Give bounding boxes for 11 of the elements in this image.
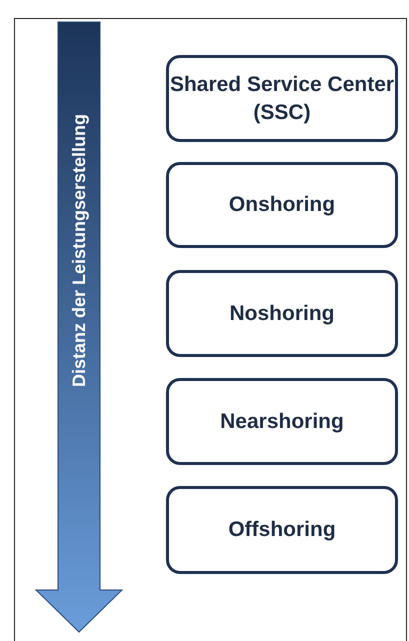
rounded-box (166, 270, 398, 357)
box-label: Nearshoring (220, 408, 344, 435)
rounded-box (166, 162, 398, 248)
arrow-label: Distanz der Leistungserstellung (68, 113, 90, 387)
box-label: Offshoring (228, 517, 336, 544)
box-label: Onshoring (228, 192, 336, 218)
rounded-box (166, 486, 398, 574)
rounded-box (166, 55, 398, 142)
box-label: Noshoring (230, 300, 334, 327)
rounded-box (166, 378, 398, 465)
box-label: Shared Service Center (SSC) (169, 72, 395, 126)
